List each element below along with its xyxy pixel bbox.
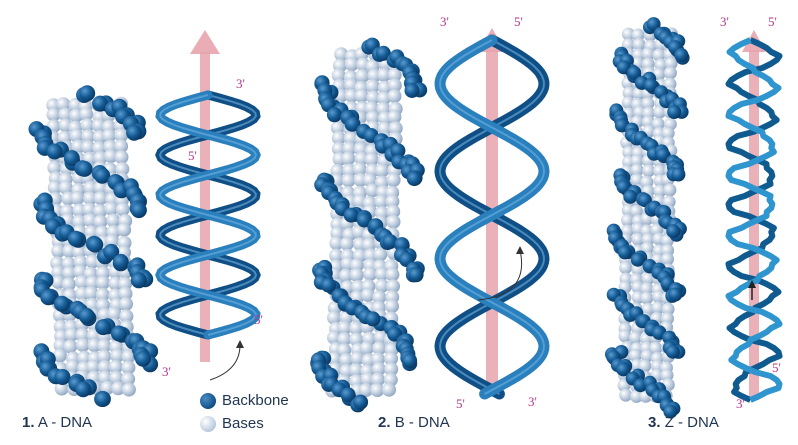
z-dna-3prime-bottom: 3'	[736, 396, 745, 412]
z-dna-ribbon-diagram	[729, 30, 780, 400]
caption-a-dna-number: 1.	[22, 414, 35, 431]
caption-z-dna-text: Z - DNA	[665, 414, 719, 431]
caption-b-dna-number: 2.	[378, 414, 391, 431]
b-dna-space-filling-model	[310, 38, 427, 413]
legend-backbone: Backbone	[200, 392, 289, 409]
caption-b-dna-text: B - DNA	[395, 414, 450, 431]
caption-z-dna: 3. Z - DNA	[648, 414, 719, 431]
caption-a-dna-text: A - DNA	[38, 414, 92, 431]
b-dna-5prime-top: 5'	[514, 14, 523, 30]
b-dna-3prime-bottom: 3'	[528, 394, 537, 410]
rotation-arrow-icon	[210, 345, 240, 380]
z-dna-5prime-bottom: 5'	[772, 360, 781, 376]
b-dna-5prime-bottom: 5'	[456, 396, 465, 412]
rotation-arrowhead-icon	[236, 340, 244, 348]
z-dna-space-filling-model	[605, 17, 690, 419]
a-dna-ribbon	[160, 95, 256, 335]
backbone-swatch-icon	[200, 393, 216, 409]
axis-arrowhead-icon	[190, 30, 220, 54]
a-dna-5prime-top: 5'	[188, 148, 197, 164]
z-dna-3prime-top: 3'	[720, 14, 729, 30]
rotation-arrowhead-icon	[516, 246, 524, 254]
a-dna-3prime-top: 3'	[236, 76, 245, 92]
caption-b-dna: 2. B - DNA	[378, 414, 450, 431]
z-dna-5prime-top: 5'	[768, 14, 777, 30]
caption-a-dna: 1. A - DNA	[22, 414, 92, 431]
a-dna-5prime-bottom: 5'	[254, 312, 263, 328]
a-dna-3prime-bottom: 3'	[162, 364, 171, 380]
b-dna-ribbon-diagram	[440, 28, 544, 394]
legend-bases-label: Bases	[222, 415, 264, 432]
caption-z-dna-number: 3.	[648, 414, 661, 431]
bases-swatch-icon	[200, 416, 216, 432]
legend-backbone-label: Backbone	[222, 392, 289, 409]
a-dna-space-filling-model	[29, 85, 159, 407]
legend-bases: Bases	[200, 415, 264, 432]
b-dna-3prime-top: 3'	[440, 14, 449, 30]
